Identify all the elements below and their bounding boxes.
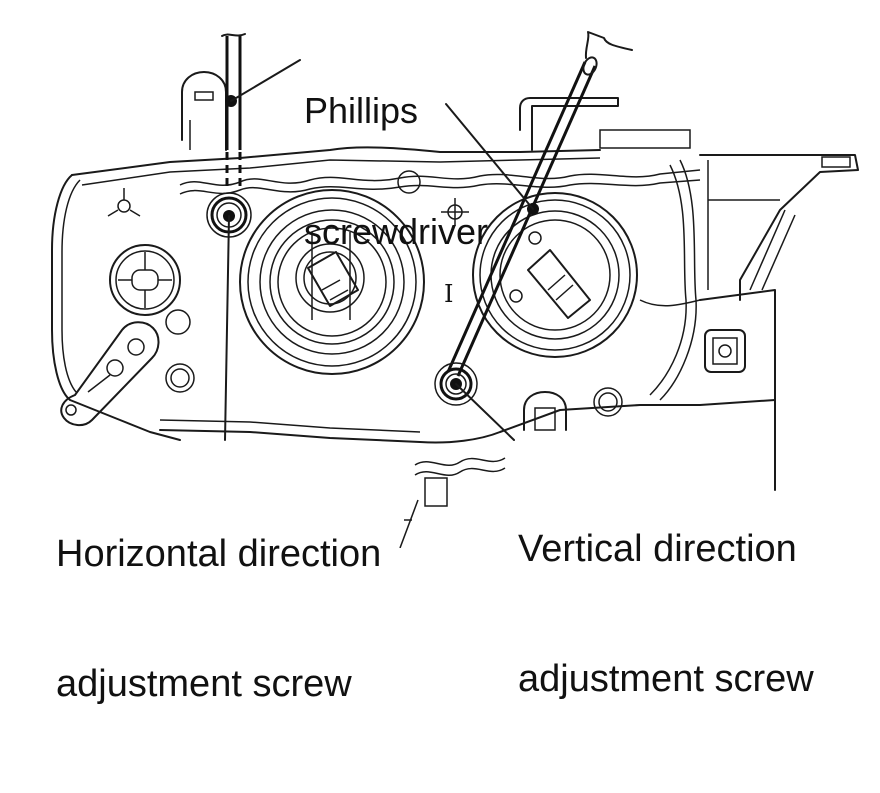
label-horizontal-adjustment-screw: Horizontal direction adjustment screw [56, 446, 381, 793]
horizontal-adjustment-screw [206, 192, 252, 441]
headlight-adjustment-diagram: I [51, 10, 859, 705]
high-beam-bulb-area [472, 192, 638, 431]
label-vertical-adjustment-screw: Vertical direction adjustment screw [518, 441, 814, 788]
vertical-adjustment-screw [434, 362, 515, 441]
headlight-housing [51, 71, 859, 548]
headlight-line-drawing: I [51, 31, 859, 548]
label-line: Phillips [304, 89, 419, 131]
label-line: adjustment screw [518, 657, 814, 700]
side-marker-socket [60, 188, 195, 426]
label-line: Horizontal direction [56, 532, 382, 575]
label-line: Vertical direction [518, 527, 797, 570]
phillips-screwdriver-right [445, 31, 633, 377]
label-line: screwdriver [304, 210, 489, 252]
label-phillips-screwdriver: Phillips screwdriver [304, 10, 488, 333]
beam-marker-i: I [444, 280, 453, 308]
low-beam-bulb-area: I [239, 170, 469, 375]
phillips-screwdriver-left [221, 33, 301, 190]
label-line: adjustment screw [56, 662, 352, 705]
